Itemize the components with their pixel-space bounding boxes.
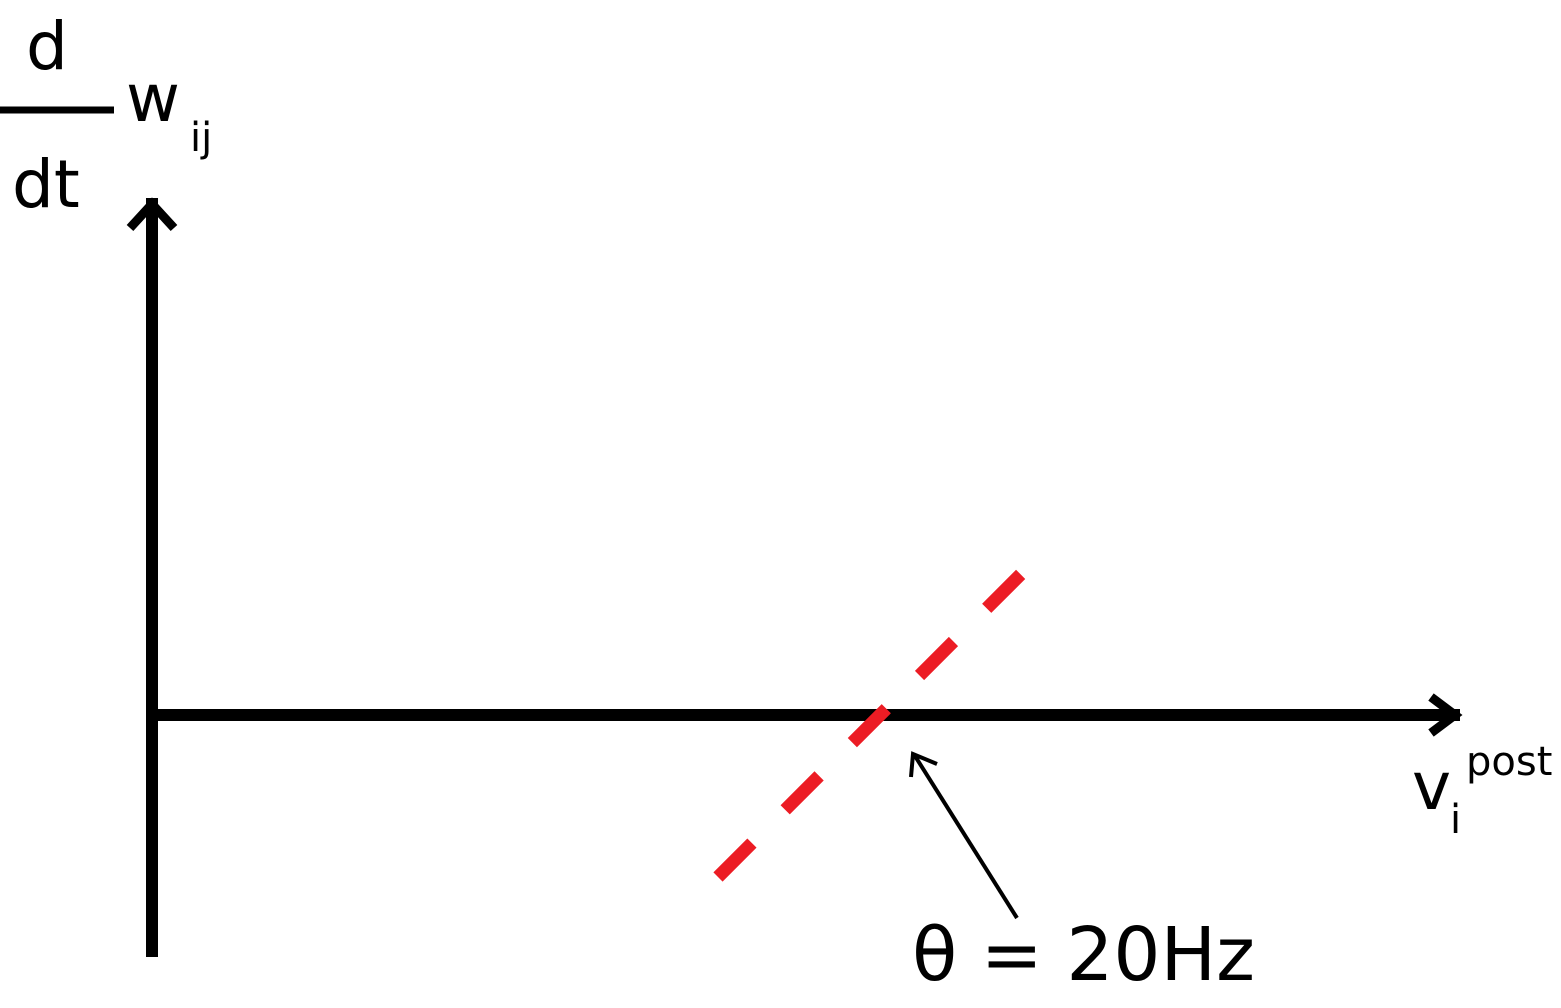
y-label-subscript: ij <box>190 115 213 161</box>
threshold-annotation-arrow <box>913 754 1019 920</box>
y-label-variable: w <box>126 60 180 137</box>
threshold-label: θ = 20Hz <box>912 912 1255 998</box>
threshold-annotation-arrowhead <box>909 751 938 778</box>
x-axis-arrowhead <box>1428 693 1463 737</box>
y-label-numerator: d <box>26 8 68 85</box>
x-label-subscript: i <box>1450 797 1462 843</box>
x-label-superscript: post <box>1466 739 1553 785</box>
y-axis-arrowhead <box>126 197 178 232</box>
x-label-variable: v <box>1412 748 1452 825</box>
bcm-rule-line <box>713 547 1048 882</box>
y-label-denominator: dt <box>12 146 80 223</box>
